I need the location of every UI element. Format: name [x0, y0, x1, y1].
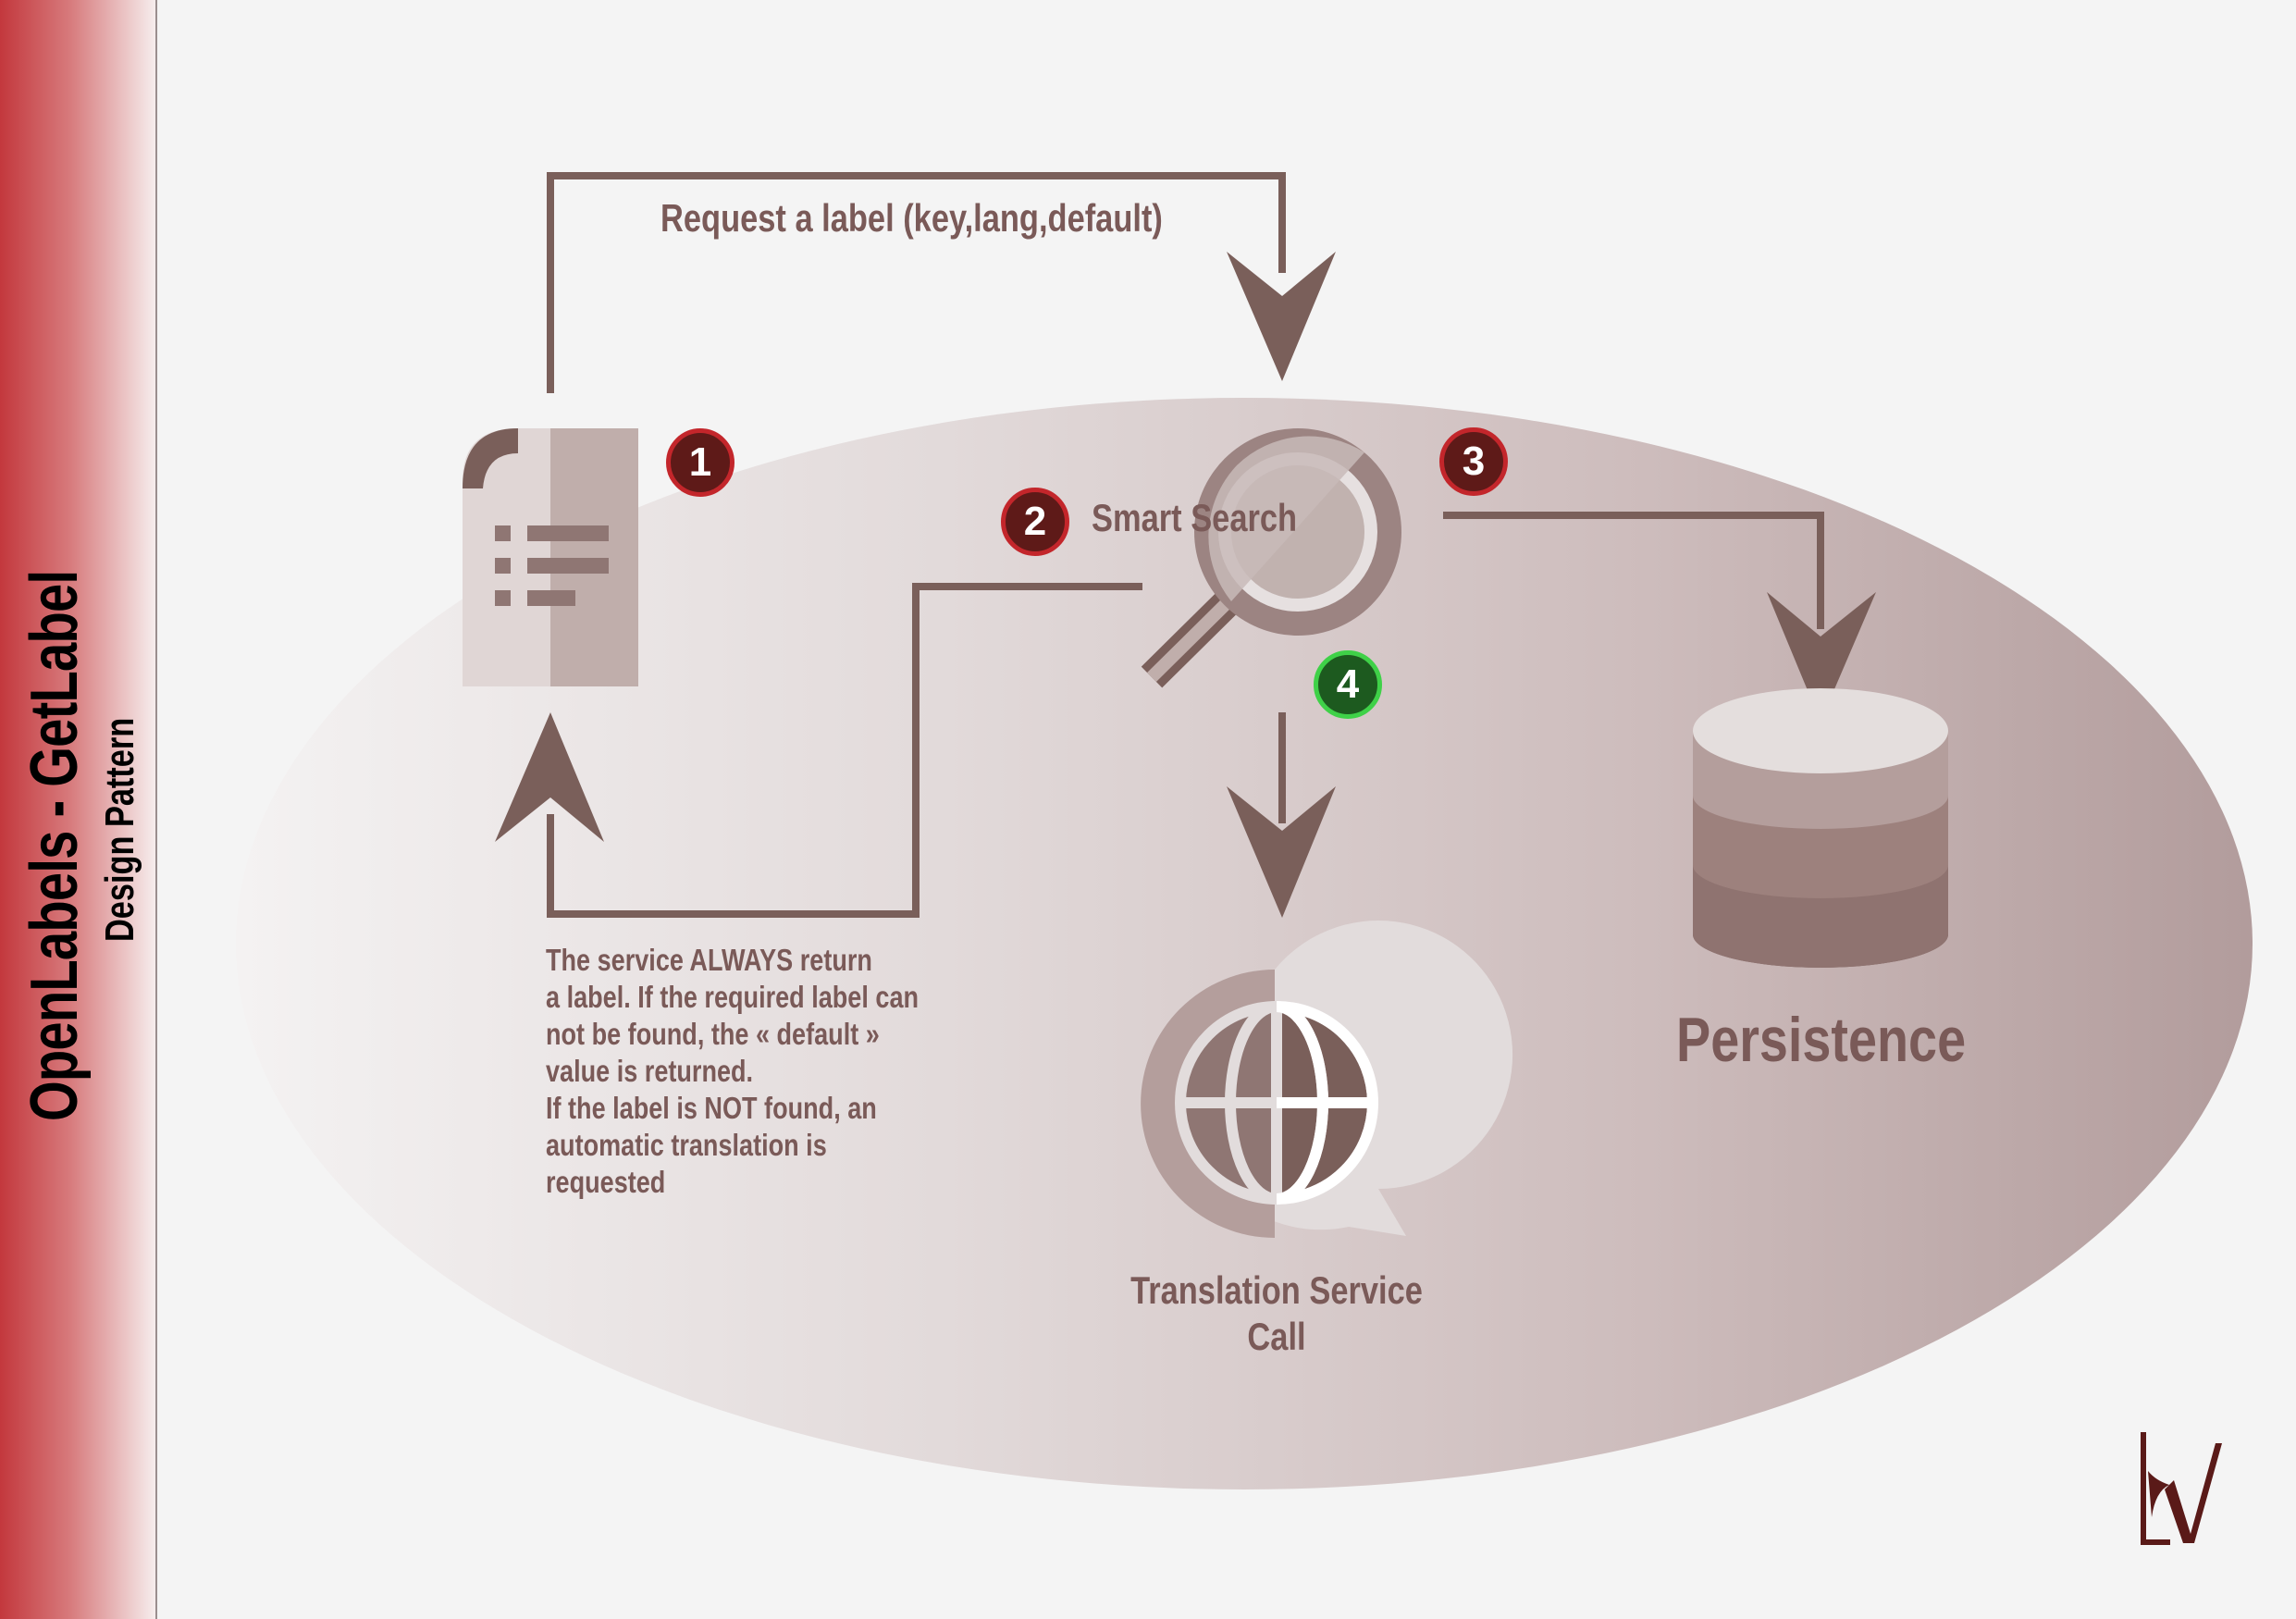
translation-label-line1: Translation Service: [1130, 1268, 1423, 1312]
note-line: requested: [546, 1165, 666, 1199]
background-ellipse: [236, 398, 2253, 1489]
globe-chat-icon: [1141, 921, 1513, 1238]
persistence-arrow: [1443, 512, 1824, 629]
translation-label-line2: Call: [1247, 1315, 1306, 1358]
note-line: The service ALWAYS return: [546, 943, 872, 977]
return-arrowhead: [495, 712, 604, 842]
persistence-arrowhead: [1767, 592, 1876, 722]
logo-icon: [2141, 1432, 2222, 1545]
database-icon: [1693, 688, 1948, 968]
note-line: a label. If the required label can: [546, 980, 920, 1014]
step-badge-4: 4: [1314, 650, 1382, 719]
note-line: automatic translation is: [546, 1128, 827, 1162]
request-label: Request a label (key,lang,default): [660, 196, 1163, 240]
step-badge-1: 1: [666, 428, 734, 497]
translation-label: Translation Service Call: [1125, 1267, 1428, 1360]
return-arrow: [547, 583, 1142, 918]
note-line: If the label is NOT found, an: [546, 1091, 877, 1125]
document-icon: [463, 428, 638, 686]
request-arrow: [547, 172, 1286, 393]
persistence-label: Persistence: [1676, 1005, 1967, 1075]
smart-search-label: Smart Search: [1092, 496, 1298, 539]
request-arrowhead: [1227, 252, 1336, 381]
step-badge-3: 3: [1439, 427, 1508, 496]
magnifier-icon: [1141, 428, 1401, 688]
service-note: The service ALWAYS return a label. If th…: [546, 942, 920, 1201]
translation-arrowhead: [1227, 786, 1336, 918]
sidebar: OpenLabels - GetLabel Design Pattern: [0, 0, 157, 1619]
note-line: value is returned.: [546, 1054, 754, 1088]
note-line: not be found, the « default »: [546, 1017, 880, 1051]
step-badge-2: 2: [1001, 488, 1069, 556]
